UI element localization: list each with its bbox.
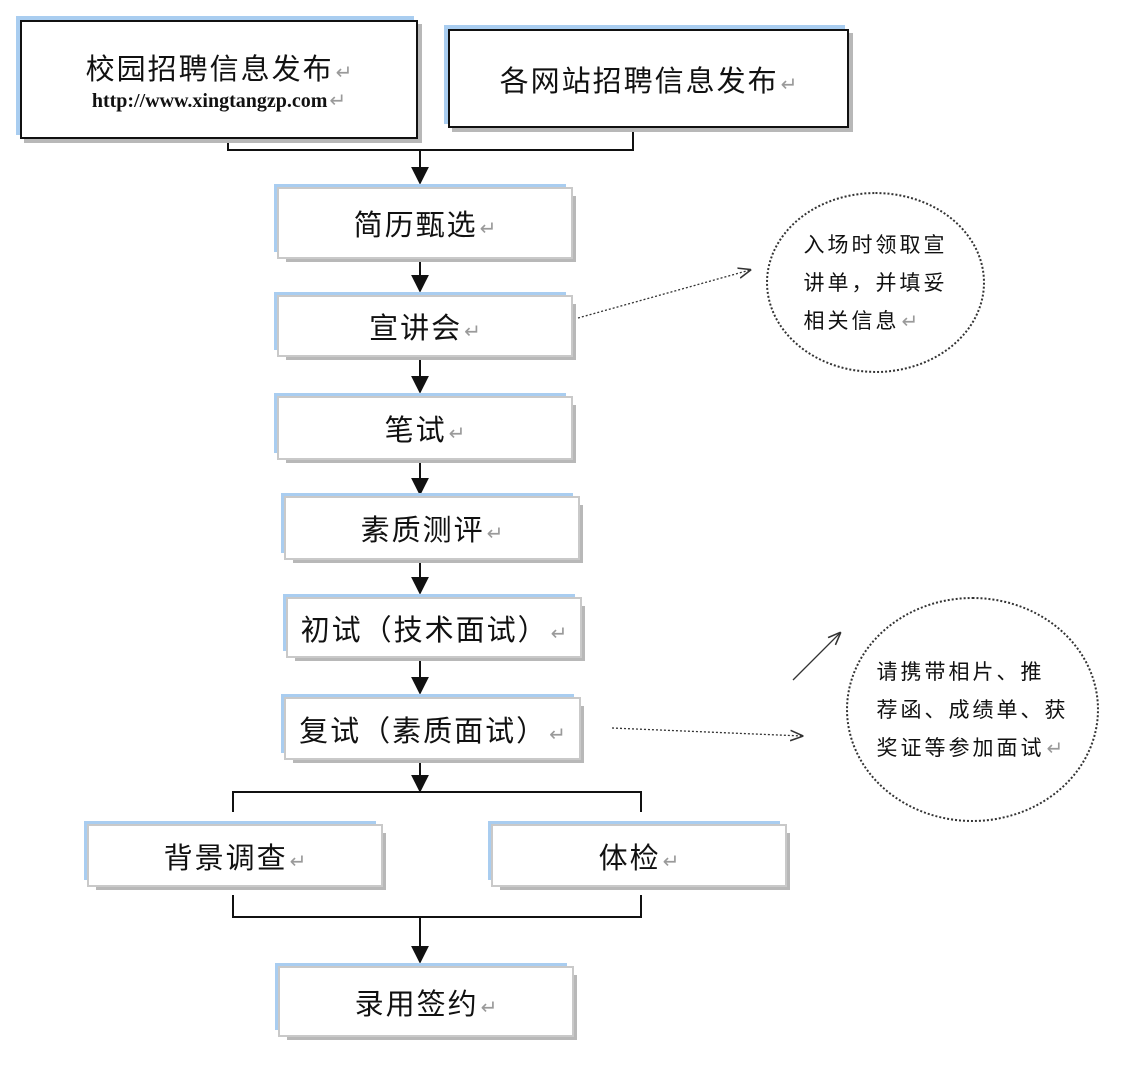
node-second-interview: 复试（素质面试）↵: [284, 697, 581, 760]
written-label: 笔试: [384, 413, 447, 447]
interview-note-connector: [611, 727, 802, 736]
join-line: [232, 895, 642, 918]
return-mark: ↵: [329, 88, 347, 112]
return-mark: ↵: [448, 421, 466, 445]
websites-label: 各网站招聘信息发布: [499, 63, 779, 98]
return-mark: ↵: [480, 994, 498, 1019]
resume-label: 简历甄选: [353, 208, 478, 242]
first-interview-label: 初试（技术面试）: [300, 612, 549, 647]
top-merge-line: [227, 128, 634, 151]
return-mark: ↵: [901, 308, 919, 333]
interview-note-text: 请携带相片、推 荐函、成绩单、获 奖证等参加面试: [876, 659, 1069, 760]
node-campus-recruitment: 校园招聘信息发布↵ http://www.xingtangzp.com↵: [20, 20, 418, 139]
node-seminar: 宣讲会↵: [277, 295, 573, 357]
seminar-note-bubble: 入场时领取宣 讲单，并填妥 相关信息↵: [766, 192, 985, 373]
medical-label: 体检: [598, 840, 661, 875]
node-first-interview: 初试（技术面试）↵: [286, 597, 582, 658]
return-mark: ↵: [1046, 735, 1064, 760]
node-resume-screening: 简历甄选↵: [277, 187, 573, 259]
interview-note-bubble: 请携带相片、推 荐函、成绩单、获 奖证等参加面试↵: [846, 597, 1099, 822]
second-interview-label: 复试（素质面试）: [299, 713, 548, 748]
split-line: [232, 791, 642, 812]
node-background-check: 背景调查↵: [87, 824, 383, 887]
background-label: 背景调查: [163, 840, 288, 875]
return-mark: ↵: [549, 721, 566, 746]
return-mark: ↵: [780, 71, 798, 96]
return-mark: ↵: [662, 848, 680, 873]
node-written-test: 笔试↵: [277, 396, 573, 460]
return-mark: ↵: [289, 848, 307, 873]
node-medical-exam: 体检↵: [491, 824, 787, 887]
return-mark: ↵: [486, 521, 504, 545]
seminar-note-connector: [577, 270, 750, 319]
seminar-label: 宣讲会: [369, 311, 463, 345]
hire-label: 录用签约: [354, 986, 479, 1021]
node-quality-assessment: 素质测评↵: [284, 496, 580, 560]
node-hire-sign: 录用签约↵: [278, 966, 574, 1037]
campus-label: 校园招聘信息发布: [85, 52, 334, 86]
node-website-recruitment: 各网站招聘信息发布↵: [448, 29, 849, 128]
interview-note-arrow: [792, 633, 840, 681]
return-mark: ↵: [479, 216, 497, 240]
seminar-note-text: 入场时领取宣 讲单，并填妥 相关信息: [803, 232, 948, 333]
campus-url: http://www.xingtangzp.com: [91, 90, 328, 112]
return-mark: ↵: [464, 319, 481, 343]
return-mark: ↵: [335, 60, 353, 84]
return-mark: ↵: [550, 620, 568, 645]
assessment-label: 素质测评: [360, 513, 485, 547]
